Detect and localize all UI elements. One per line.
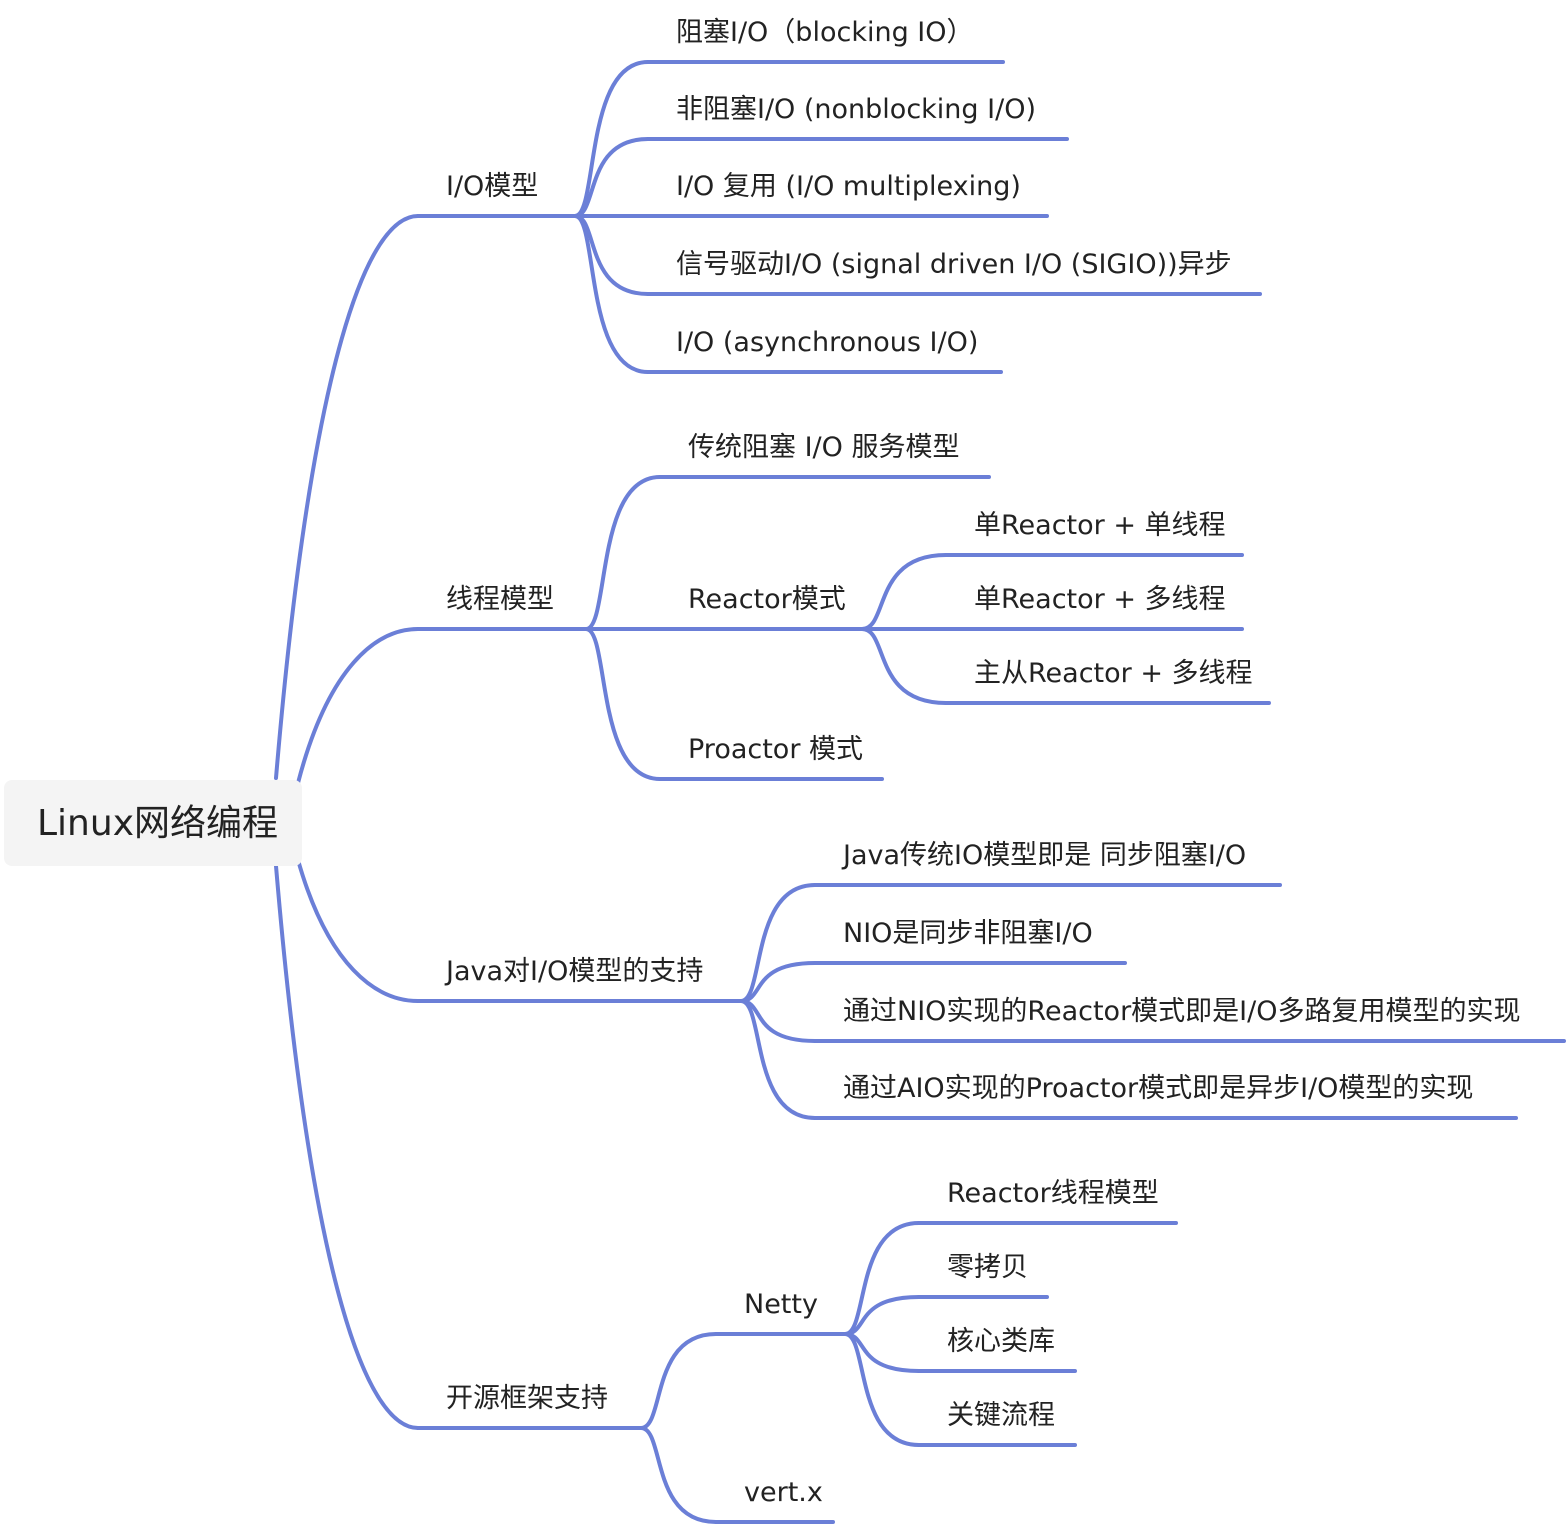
node-java-support[interactable]: Java对I/O模型的支持 (416, 956, 743, 1003)
connector-io-model (274, 214, 420, 780)
label-master-slave: 主从Reactor + 多线程 (974, 658, 1253, 689)
label-zero-copy: 零拷贝 (947, 1252, 1028, 1283)
connector-java-support (296, 858, 420, 1003)
node-async[interactable]: I/O (asynchronous I/O) (646, 327, 1003, 374)
root-node[interactable]: Linux网络编程 (4, 780, 302, 866)
node-proactor[interactable]: Proactor 模式 (658, 734, 884, 781)
connectors (274, 60, 948, 1524)
connector-thread-model (296, 627, 420, 785)
connector-frameworks (274, 864, 420, 1430)
label-multiplexing: I/O 复用 (I/O multiplexing) (676, 171, 1021, 202)
node-java-nio[interactable]: NIO是同步非阻塞I/O (813, 918, 1127, 965)
label-thread-model: 线程模型 (446, 584, 554, 615)
label-netty-reactor: Reactor线程模型 (947, 1178, 1159, 1209)
connector-nonblocking (573, 137, 650, 218)
label-java-nio: NIO是同步非阻塞I/O (843, 918, 1093, 949)
node-aio-proactor[interactable]: 通过AIO实现的Proactor模式即是异步I/O模型的实现 (813, 1073, 1518, 1120)
connector-java-nio (739, 961, 817, 1003)
node-single-multi[interactable]: 单Reactor + 多线程 (944, 584, 1244, 631)
connector-zero-copy (843, 1295, 921, 1336)
label-key-flow: 关键流程 (947, 1400, 1055, 1431)
label-single-single: 单Reactor + 单线程 (974, 510, 1226, 541)
node-java-bio[interactable]: Java传统IO模型即是 同步阻塞I/O (813, 840, 1282, 887)
node-master-slave[interactable]: 主从Reactor + 多线程 (944, 658, 1271, 705)
node-key-flow[interactable]: 关键流程 (917, 1400, 1077, 1447)
node-netty-reactor[interactable]: Reactor线程模型 (917, 1178, 1178, 1225)
label-nonblocking: 非阻塞I/O (nonblocking I/O) (676, 94, 1036, 125)
node-io-model[interactable]: I/O模型 (416, 171, 577, 218)
root-node-label: Linux网络编程 (37, 803, 278, 844)
connector-blocking (573, 60, 650, 218)
connector-async (573, 214, 650, 374)
connector-java-bio (739, 883, 817, 1003)
label-java-bio: Java传统IO模型即是 同步阻塞I/O (841, 840, 1246, 871)
label-single-multi: 单Reactor + 多线程 (974, 584, 1226, 615)
label-core-lib: 核心类库 (947, 1326, 1055, 1357)
node-frameworks[interactable]: 开源框架支持 (416, 1383, 643, 1430)
node-thread-model[interactable]: 线程模型 (416, 584, 588, 631)
label-async: I/O (asynchronous I/O) (676, 327, 978, 358)
connector-vertx (639, 1426, 718, 1524)
node-blocking[interactable]: 阻塞I/O（blocking IO） (646, 17, 1005, 64)
connector-key-flow (843, 1332, 921, 1447)
node-traditional[interactable]: 传统阻塞 I/O 服务模型 (658, 432, 991, 479)
node-nio-reactor[interactable]: 通过NIO实现的Reactor模式即是I/O多路复用模型的实现 (813, 996, 1566, 1043)
node-reactor[interactable]: Reactor模式 (658, 584, 864, 631)
node-multiplexing[interactable]: I/O 复用 (I/O multiplexing) (646, 171, 1049, 218)
node-signal-driven[interactable]: 信号驱动I/O (signal driven I/O (SIGIO))异步 (646, 249, 1262, 296)
label-io-model: I/O模型 (446, 171, 538, 202)
label-java-support: Java对I/O模型的支持 (444, 956, 703, 987)
connector-master-slave (860, 627, 948, 705)
label-frameworks: 开源框架支持 (446, 1383, 608, 1414)
label-reactor: Reactor模式 (688, 584, 846, 615)
label-proactor: Proactor 模式 (688, 734, 863, 765)
root-node-box (4, 780, 302, 866)
label-signal-driven: 信号驱动I/O (signal driven I/O (SIGIO))异步 (676, 249, 1232, 280)
node-single-single[interactable]: 单Reactor + 单线程 (944, 510, 1244, 557)
label-aio-proactor: 通过AIO实现的Proactor模式即是异步I/O模型的实现 (843, 1073, 1473, 1104)
connector-aio-proactor (739, 999, 817, 1120)
label-nio-reactor: 通过NIO实现的Reactor模式即是I/O多路复用模型的实现 (843, 996, 1520, 1027)
topic-nodes: I/O模型 阻塞I/O（blocking IO） 非阻塞I/O (nonblocki… (416, 17, 1566, 1524)
node-netty[interactable]: Netty (714, 1289, 847, 1336)
label-traditional: 传统阻塞 I/O 服务模型 (688, 432, 959, 463)
connector-netty (639, 1332, 718, 1430)
label-vertx: vert.x (744, 1477, 823, 1508)
node-core-lib[interactable]: 核心类库 (917, 1326, 1077, 1373)
connector-traditional (584, 475, 662, 631)
node-zero-copy[interactable]: 零拷贝 (917, 1252, 1049, 1299)
node-nonblocking[interactable]: 非阻塞I/O (nonblocking I/O) (646, 94, 1069, 141)
connector-proactor (584, 627, 662, 781)
label-blocking: 阻塞I/O（blocking IO） (676, 17, 974, 48)
connector-single-single (860, 553, 948, 631)
connector-netty-reactor (843, 1221, 921, 1336)
node-vertx[interactable]: vert.x (714, 1477, 835, 1524)
label-netty: Netty (744, 1289, 818, 1320)
